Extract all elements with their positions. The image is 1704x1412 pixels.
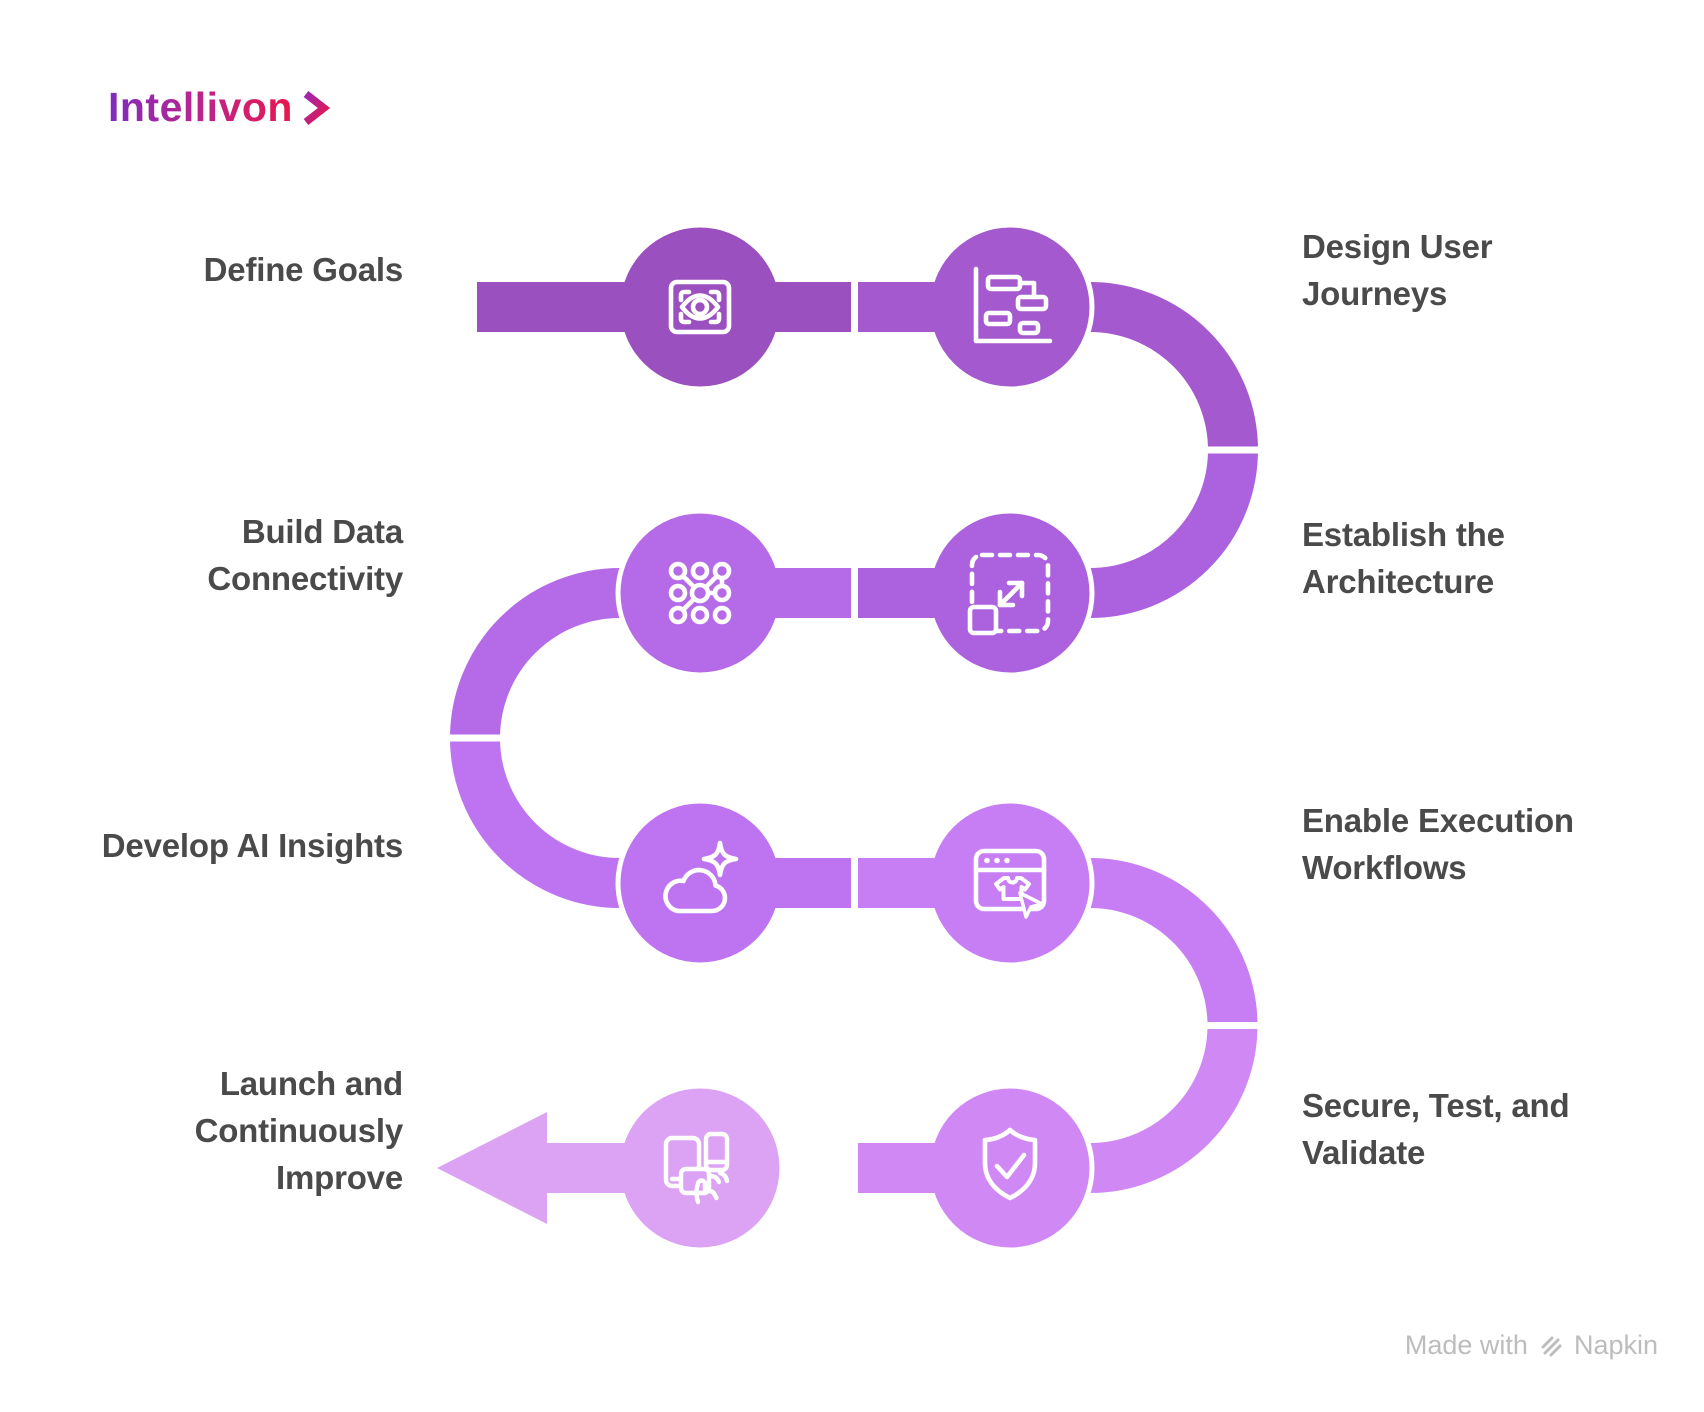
connector-arc <box>450 737 621 908</box>
connector-arc <box>1089 1024 1258 1193</box>
expand-arrows-icon <box>967 552 1051 636</box>
napkin-logo-icon <box>1541 1336 1562 1356</box>
browser-cursor-icon <box>973 848 1047 919</box>
eye-scan-icon <box>668 279 732 335</box>
connector-arc <box>1089 858 1258 1027</box>
chevron-right-icon <box>303 90 331 125</box>
connector-arc <box>450 568 621 739</box>
step-label-develop-ai-insights: Develop AI Insights <box>101 827 403 864</box>
connector-arc <box>1089 282 1258 451</box>
step-label-establish-architecture: Establish the Architecture <box>1302 516 1505 600</box>
made-with-napkin-attribution: Made with Napkin <box>1405 1330 1658 1361</box>
step-label-design-user-journeys: Design User Journeys <box>1302 228 1493 312</box>
step-label-enable-execution-workflows: Enable Execution Workflows <box>1302 802 1574 886</box>
journey-map-icon <box>973 266 1053 344</box>
network-nodes-icon <box>668 561 732 625</box>
step-label-define-goals: Define Goals <box>203 251 404 288</box>
flow-end-arrowhead <box>437 1112 547 1224</box>
cloud-sparkle-icon <box>663 840 739 914</box>
brand-name: Intellivon <box>108 84 293 130</box>
shield-check-icon <box>982 1127 1038 1201</box>
attribution-brand: Napkin <box>1573 1330 1658 1360</box>
brand-logo: Intellivon <box>108 84 332 131</box>
attribution-prefix: Made with <box>1404 1330 1528 1360</box>
step-label-launch-improve: Launch and Continuously Improve <box>194 1065 404 1196</box>
devices-hand-icon <box>663 1131 730 1205</box>
step-label-build-data-connectivity: Build Data Connectivity <box>207 513 403 597</box>
connector-arc <box>1089 449 1258 618</box>
step-label-secure-test-validate: Secure, Test, and Validate <box>1302 1087 1570 1171</box>
